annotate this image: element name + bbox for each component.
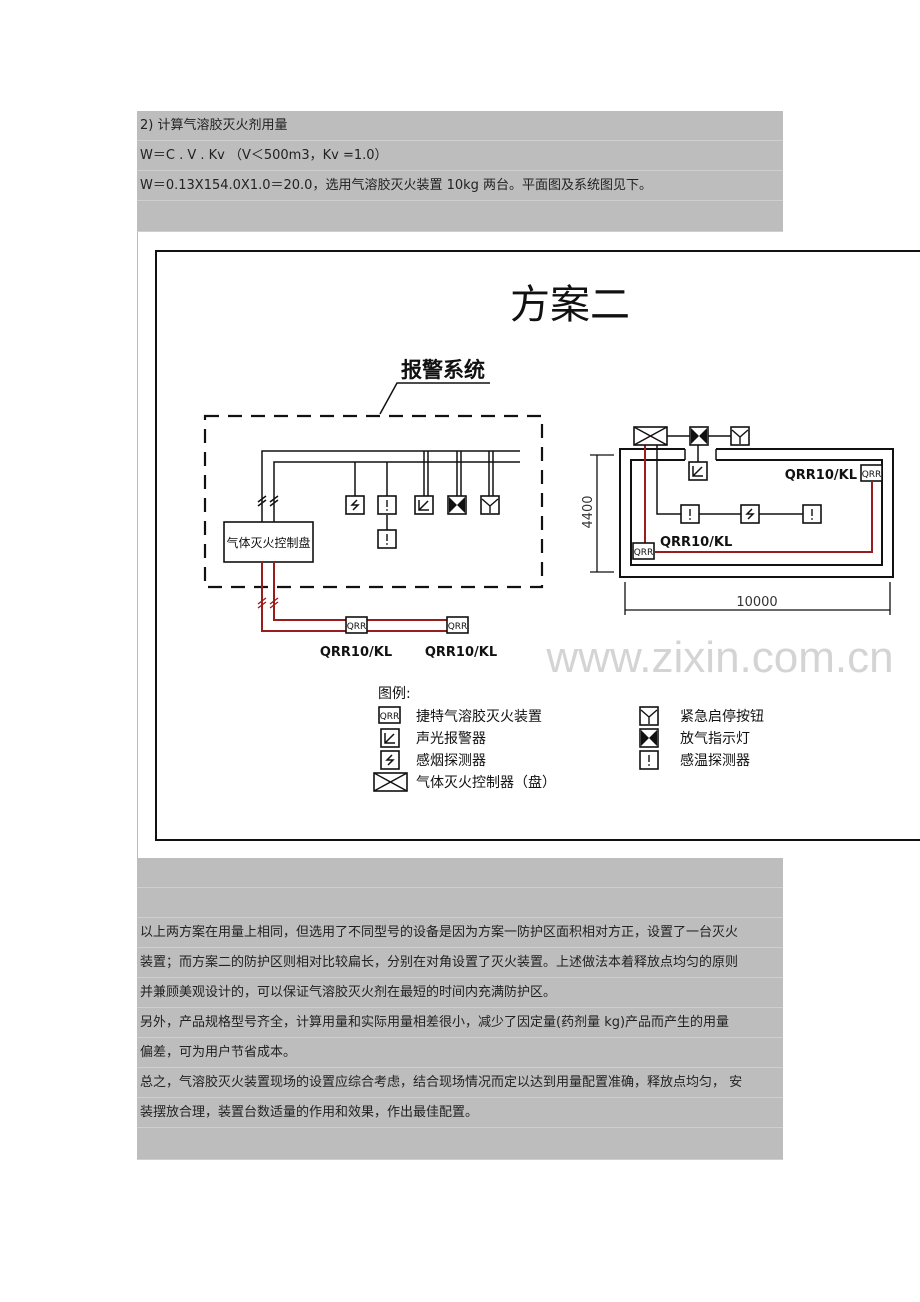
text-line: [137, 858, 783, 888]
text-line: 偏差，可为用户节省成本。: [137, 1038, 783, 1068]
sound-light-alarm-icon: [414, 495, 434, 515]
dimension-height: 4400: [581, 495, 596, 528]
leader-line: [379, 382, 490, 415]
legend-title: 图例:: [378, 686, 411, 702]
red-release-wire: [644, 445, 873, 553]
signal-bus: [257, 450, 520, 530]
heat-detector-icon: [639, 750, 659, 770]
heat-detector-icon: [377, 529, 397, 549]
text-line: [137, 1128, 783, 1160]
text-line: 装置；而方案二的防护区则相对比较扁长，分别在对角设置了灭火装置。上述做法本着释放…: [137, 948, 783, 978]
diagram-title: 方案二: [510, 282, 630, 328]
heat-detector-icon: [802, 504, 822, 524]
text-line: W＝C . V . Kv （V＜500m3，Kv =1.0）: [137, 141, 783, 171]
plan-unit-label: QRR10/KL: [785, 468, 857, 483]
legend-label: 感烟探测器: [416, 752, 486, 769]
watermark: www.zixin.com.cn: [545, 633, 893, 682]
release-indicator-icon: [639, 728, 659, 748]
plan-unit-label: QRR10/KL: [660, 535, 732, 550]
controller-panel: [223, 521, 314, 563]
smoke-detector-icon: [740, 504, 760, 524]
sound-light-alarm-icon: [380, 728, 400, 748]
text-line: [137, 888, 783, 918]
red-release-wire: [257, 562, 447, 632]
legend-label: 感温探测器: [680, 752, 750, 769]
drawing-frame: [155, 250, 920, 841]
text-line: 另外，产品规格型号齐全，计算用量和实际用量相差很小，减少了因定量(药剂量 kg)…: [137, 1008, 783, 1038]
legend-label: 捷特气溶胶灭火装置: [416, 708, 542, 725]
legend-label: 声光报警器: [416, 731, 486, 747]
legend-label: 紧急启停按钮: [680, 708, 764, 725]
qrr-device-icon: [446, 616, 469, 634]
smoke-detector-icon: [380, 750, 400, 770]
text-line: W＝0.13X154.0X1.0＝20.0，选用气溶胶灭火装置 10kg 两台。…: [137, 171, 783, 201]
emergency-button-icon: [639, 706, 659, 726]
alarm-system-boundary: [203, 414, 544, 589]
dimension-width: 10000: [736, 595, 777, 610]
room-walls: [619, 448, 894, 578]
qrr-device-icon: [860, 464, 883, 482]
qrr-device-icon: [345, 616, 368, 634]
heat-detector-icon: [680, 504, 700, 524]
legend-label: 气体灭火控制器（盘）: [416, 774, 556, 791]
gas-controller-icon: [373, 772, 408, 792]
sound-light-alarm-icon: [688, 461, 708, 481]
legend-label: 放气指示灯: [680, 731, 750, 747]
controller-panel-label: 气体灭火控制盘: [226, 535, 310, 550]
qrr-device-icon: [378, 706, 401, 724]
text-line: [137, 201, 783, 232]
text-line: 并兼顾美观设计的，可以保证气溶胶灭火剂在最短的时间内充满防护区。: [137, 978, 783, 1008]
unit-label: QRR10/KL: [320, 645, 392, 660]
text-line: 2) 计算气溶胶灭火剂用量: [137, 111, 783, 141]
emergency-button-icon: [480, 495, 500, 515]
text-line: 装摆放合理，装置台数适量的作用和效果，作出最佳配置。: [137, 1098, 783, 1128]
alarm-system-label: 报警系统: [401, 358, 485, 382]
heat-detector-icon: [377, 495, 397, 515]
emergency-button-icon: [730, 426, 750, 446]
release-indicator-icon: [447, 495, 467, 515]
qrr-device-icon: [632, 542, 655, 560]
plan-wiring: [656, 435, 803, 515]
unit-label: QRR10/KL: [425, 645, 497, 660]
gas-controller-icon: [633, 426, 668, 446]
text-line: 以上两方案在用量上相同，但选用了不同型号的设备是因为方案一防护区面积相对方正，设…: [137, 918, 783, 948]
dimension-lines: [590, 454, 891, 615]
bottom-text-section: 以上两方案在用量上相同，但选用了不同型号的设备是因为方案一防护区面积相对方正，设…: [137, 858, 783, 1160]
text-line: 总之，气溶胶灭火装置现场的设置应综合考虑，结合现场情况而定以达到用量配置准确，释…: [137, 1068, 783, 1098]
top-text-section: 2) 计算气溶胶灭火剂用量 W＝C . V . Kv （V＜500m3，Kv =…: [137, 111, 783, 232]
smoke-detector-icon: [345, 495, 365, 515]
release-indicator-icon: [689, 426, 709, 446]
